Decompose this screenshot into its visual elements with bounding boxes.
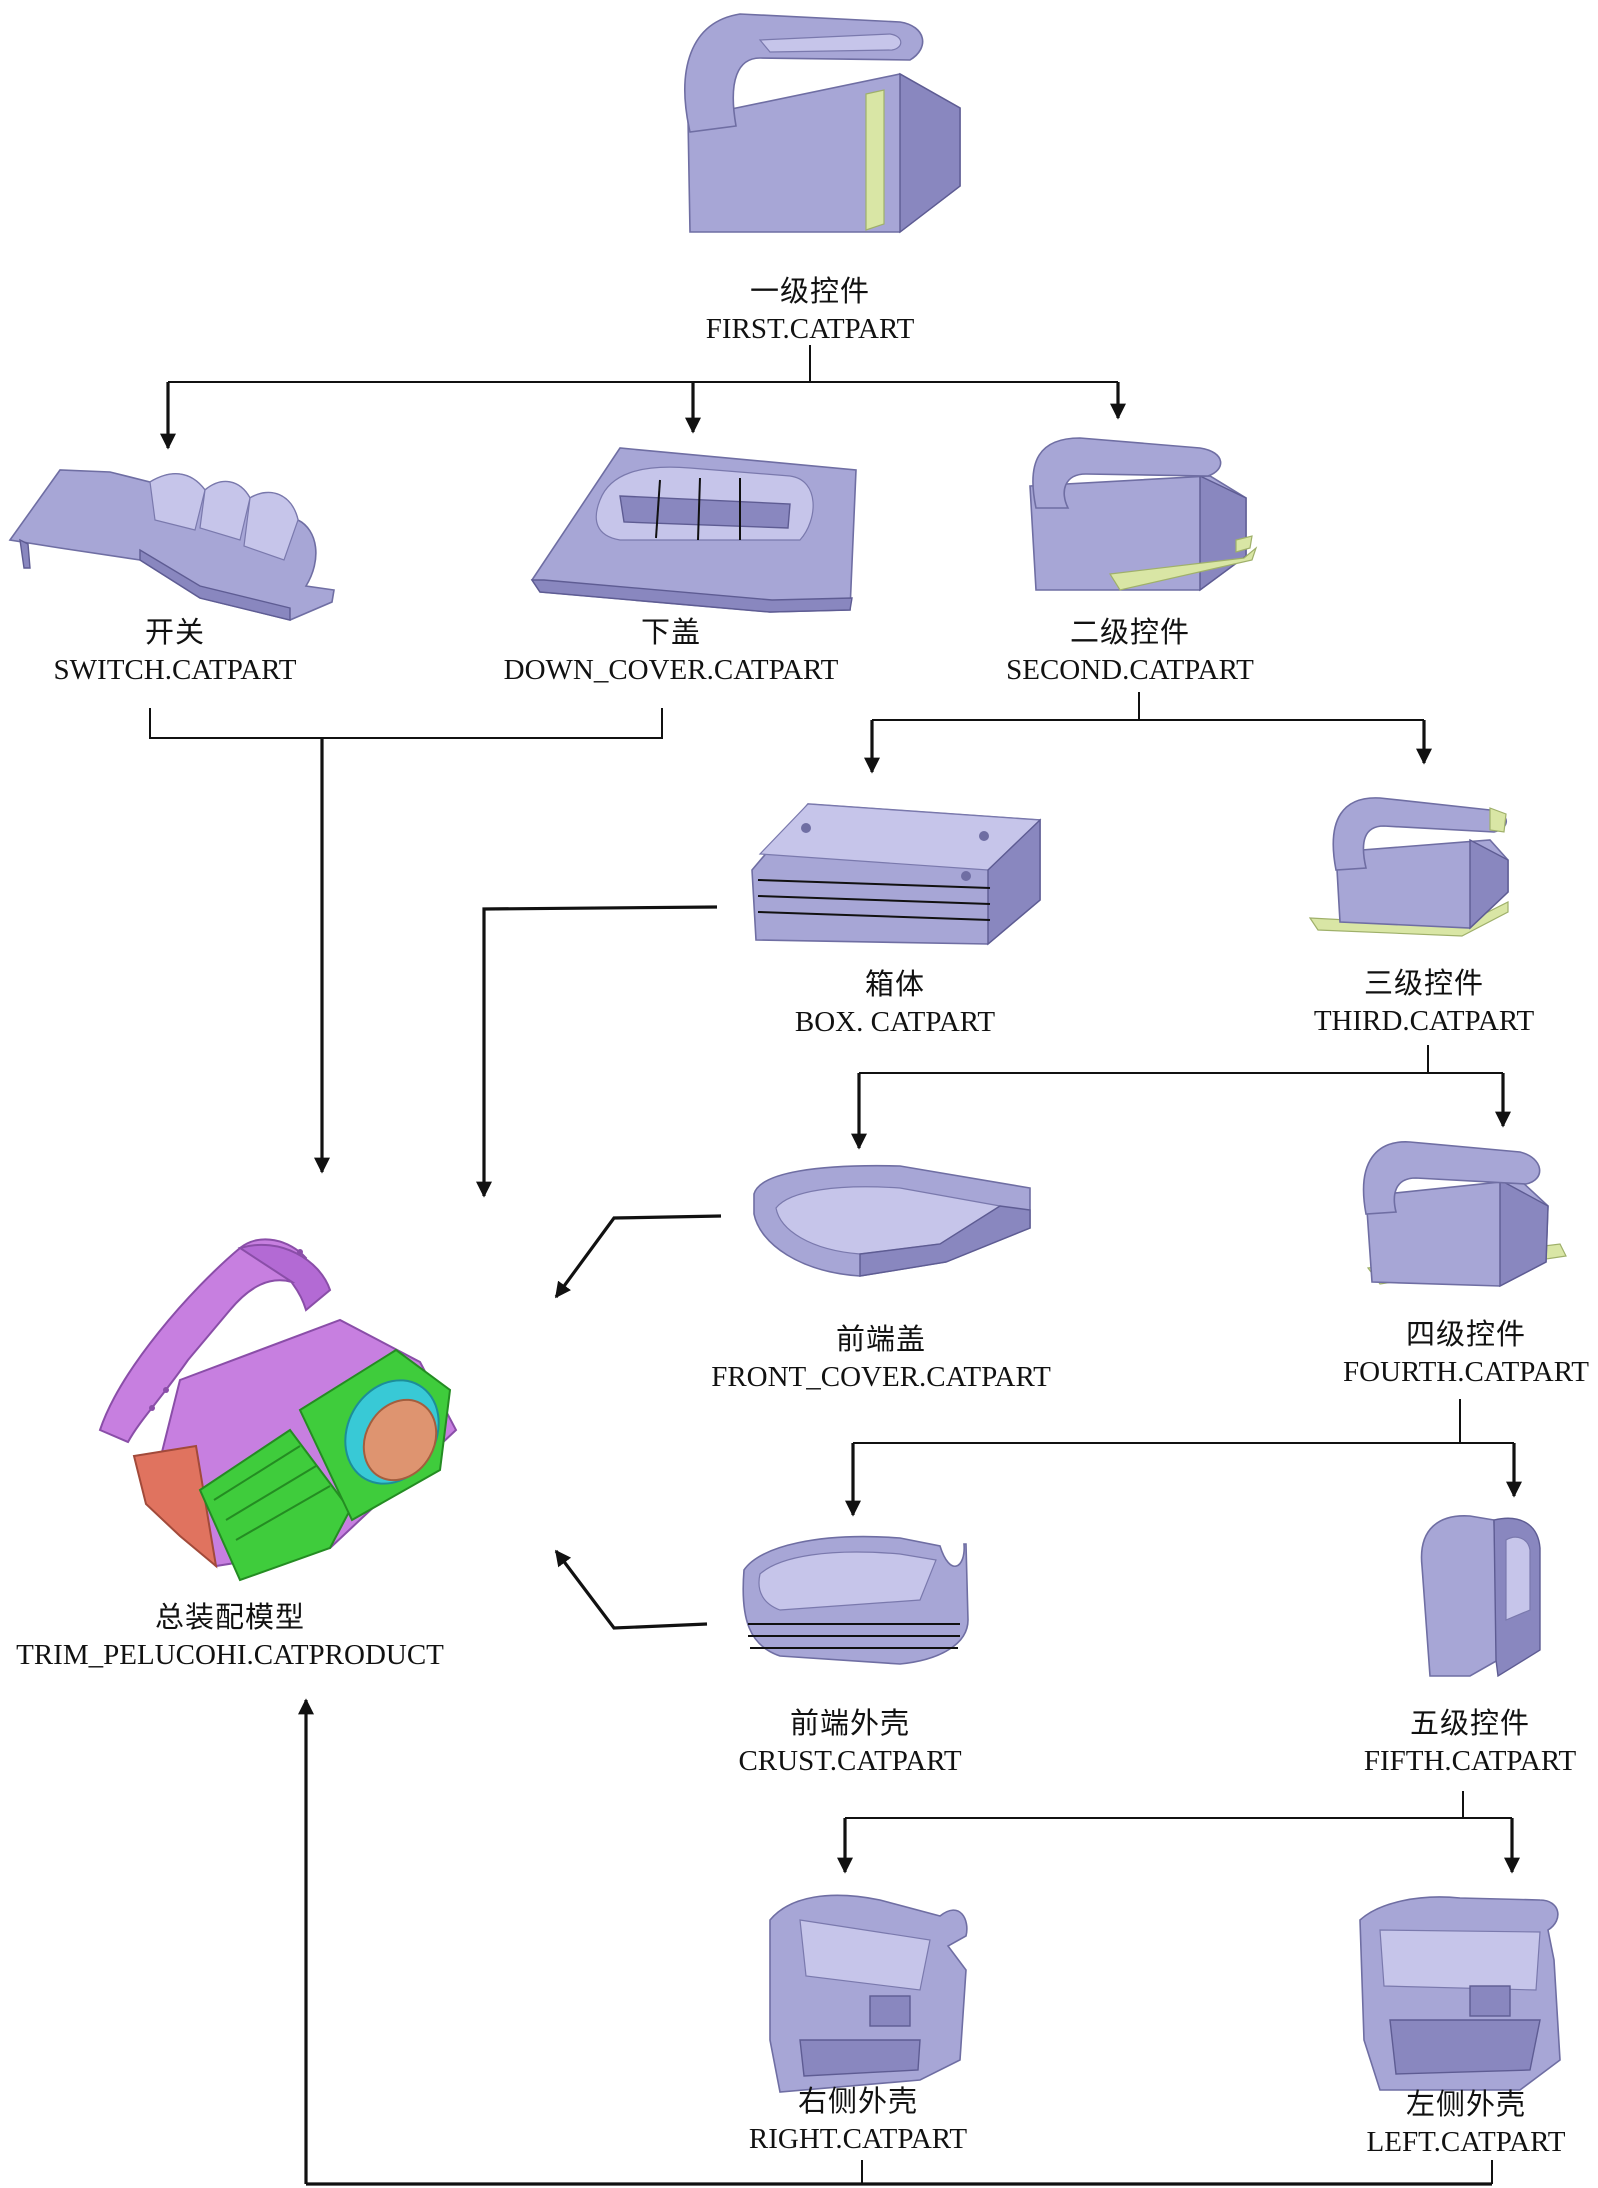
node-box: 箱体 BOX. CATPART <box>795 967 995 1041</box>
node-switch-cn: 开关 <box>144 617 206 649</box>
assembly-image <box>98 1238 458 1582</box>
node-down-cover-en: DOWN_COVER.CATPART <box>503 654 839 686</box>
arrow-frontcover-to-assembly <box>554 1214 722 1299</box>
fifth-part-image <box>1420 1515 1541 1678</box>
box-part-image <box>751 803 1042 946</box>
crust-part-image <box>742 1535 969 1665</box>
node-switch: 开关 SWITCH.CATPART <box>54 615 297 689</box>
right-part-image <box>769 1894 968 2093</box>
second-part-image <box>1029 437 1258 592</box>
node-box-en: BOX. CATPART <box>794 1006 996 1038</box>
node-left: 左侧外壳 LEFT.CATPART <box>1367 2087 1566 2161</box>
node-crust-en: CRUST.CATPART <box>738 1745 962 1777</box>
node-assembly-cn: 总装配模型 <box>154 1602 305 1634</box>
node-front-cover: 前端盖 FRONT_COVER.CATPART <box>711 1322 1051 1396</box>
node-left-cn: 左侧外壳 <box>1405 2089 1527 2121</box>
switch-part-image <box>8 469 335 621</box>
node-second-cn: 二级控件 <box>1069 617 1190 649</box>
arrow-box-to-assembly <box>476 905 718 1198</box>
node-right: 右侧外壳 RIGHT.CATPART <box>749 2084 967 2158</box>
node-first-cn: 一级控件 <box>749 276 870 308</box>
fourth-part-image <box>1362 1141 1567 1288</box>
node-box-cn: 箱体 <box>864 969 925 1001</box>
node-crust-cn: 前端外壳 <box>789 1708 910 1740</box>
node-first: 一级控件 FIRST.CATPART <box>706 274 915 348</box>
node-right-cn: 右侧外壳 <box>797 2086 918 2118</box>
node-front-cover-cn: 前端盖 <box>835 1324 926 1356</box>
connectors <box>149 345 1522 2186</box>
node-fourth-en: FOURTH.CATPART <box>1342 1356 1590 1388</box>
first-part-image <box>684 13 961 234</box>
node-right-en: RIGHT.CATPART <box>748 2123 968 2155</box>
connector-switch-downcover <box>149 708 663 739</box>
node-crust: 前端外壳 CRUST.CATPART <box>738 1706 961 1780</box>
node-third-cn: 三级控件 <box>1363 968 1484 1000</box>
node-front-cover-en: FRONT_COVER.CATPART <box>711 1361 1051 1393</box>
node-assembly: 总装配模型 TRIM_PELUCOHI.CATPRODUCT <box>16 1600 444 1674</box>
node-third-en: THIRD.CATPART <box>1313 1005 1535 1037</box>
third-part-image <box>1308 797 1509 937</box>
node-second: 二级控件 SECOND.CATPART <box>1006 615 1254 689</box>
front-cover-part-image <box>753 1164 1031 1277</box>
left-part-image <box>1359 1896 1561 2091</box>
node-assembly-en: TRIM_PELUCOHI.CATPRODUCT <box>16 1639 444 1671</box>
node-fourth-cn: 四级控件 <box>1405 1319 1527 1351</box>
node-first-en: FIRST.CATPART <box>705 313 915 345</box>
node-fifth: 五级控件 FIFTH.CATPART <box>1364 1706 1576 1780</box>
node-down-cover: 下盖 DOWN_COVER.CATPART <box>504 615 839 689</box>
node-switch-en: SWITCH.CATPART <box>53 654 297 686</box>
node-down-cover-cn: 下盖 <box>640 617 701 649</box>
node-fifth-cn: 五级控件 <box>1409 1708 1530 1740</box>
node-fifth-en: FIFTH.CATPART <box>1363 1745 1577 1777</box>
arrow-crust-to-assembly <box>554 1549 708 1630</box>
node-fourth: 四级控件 FOURTH.CATPART <box>1343 1317 1589 1391</box>
down-cover-part-image <box>530 447 857 613</box>
node-second-en: SECOND.CATPART <box>1006 654 1254 686</box>
node-left-en: LEFT.CATPART <box>1366 2126 1566 2158</box>
node-third: 三级控件 THIRD.CATPART <box>1314 966 1534 1040</box>
